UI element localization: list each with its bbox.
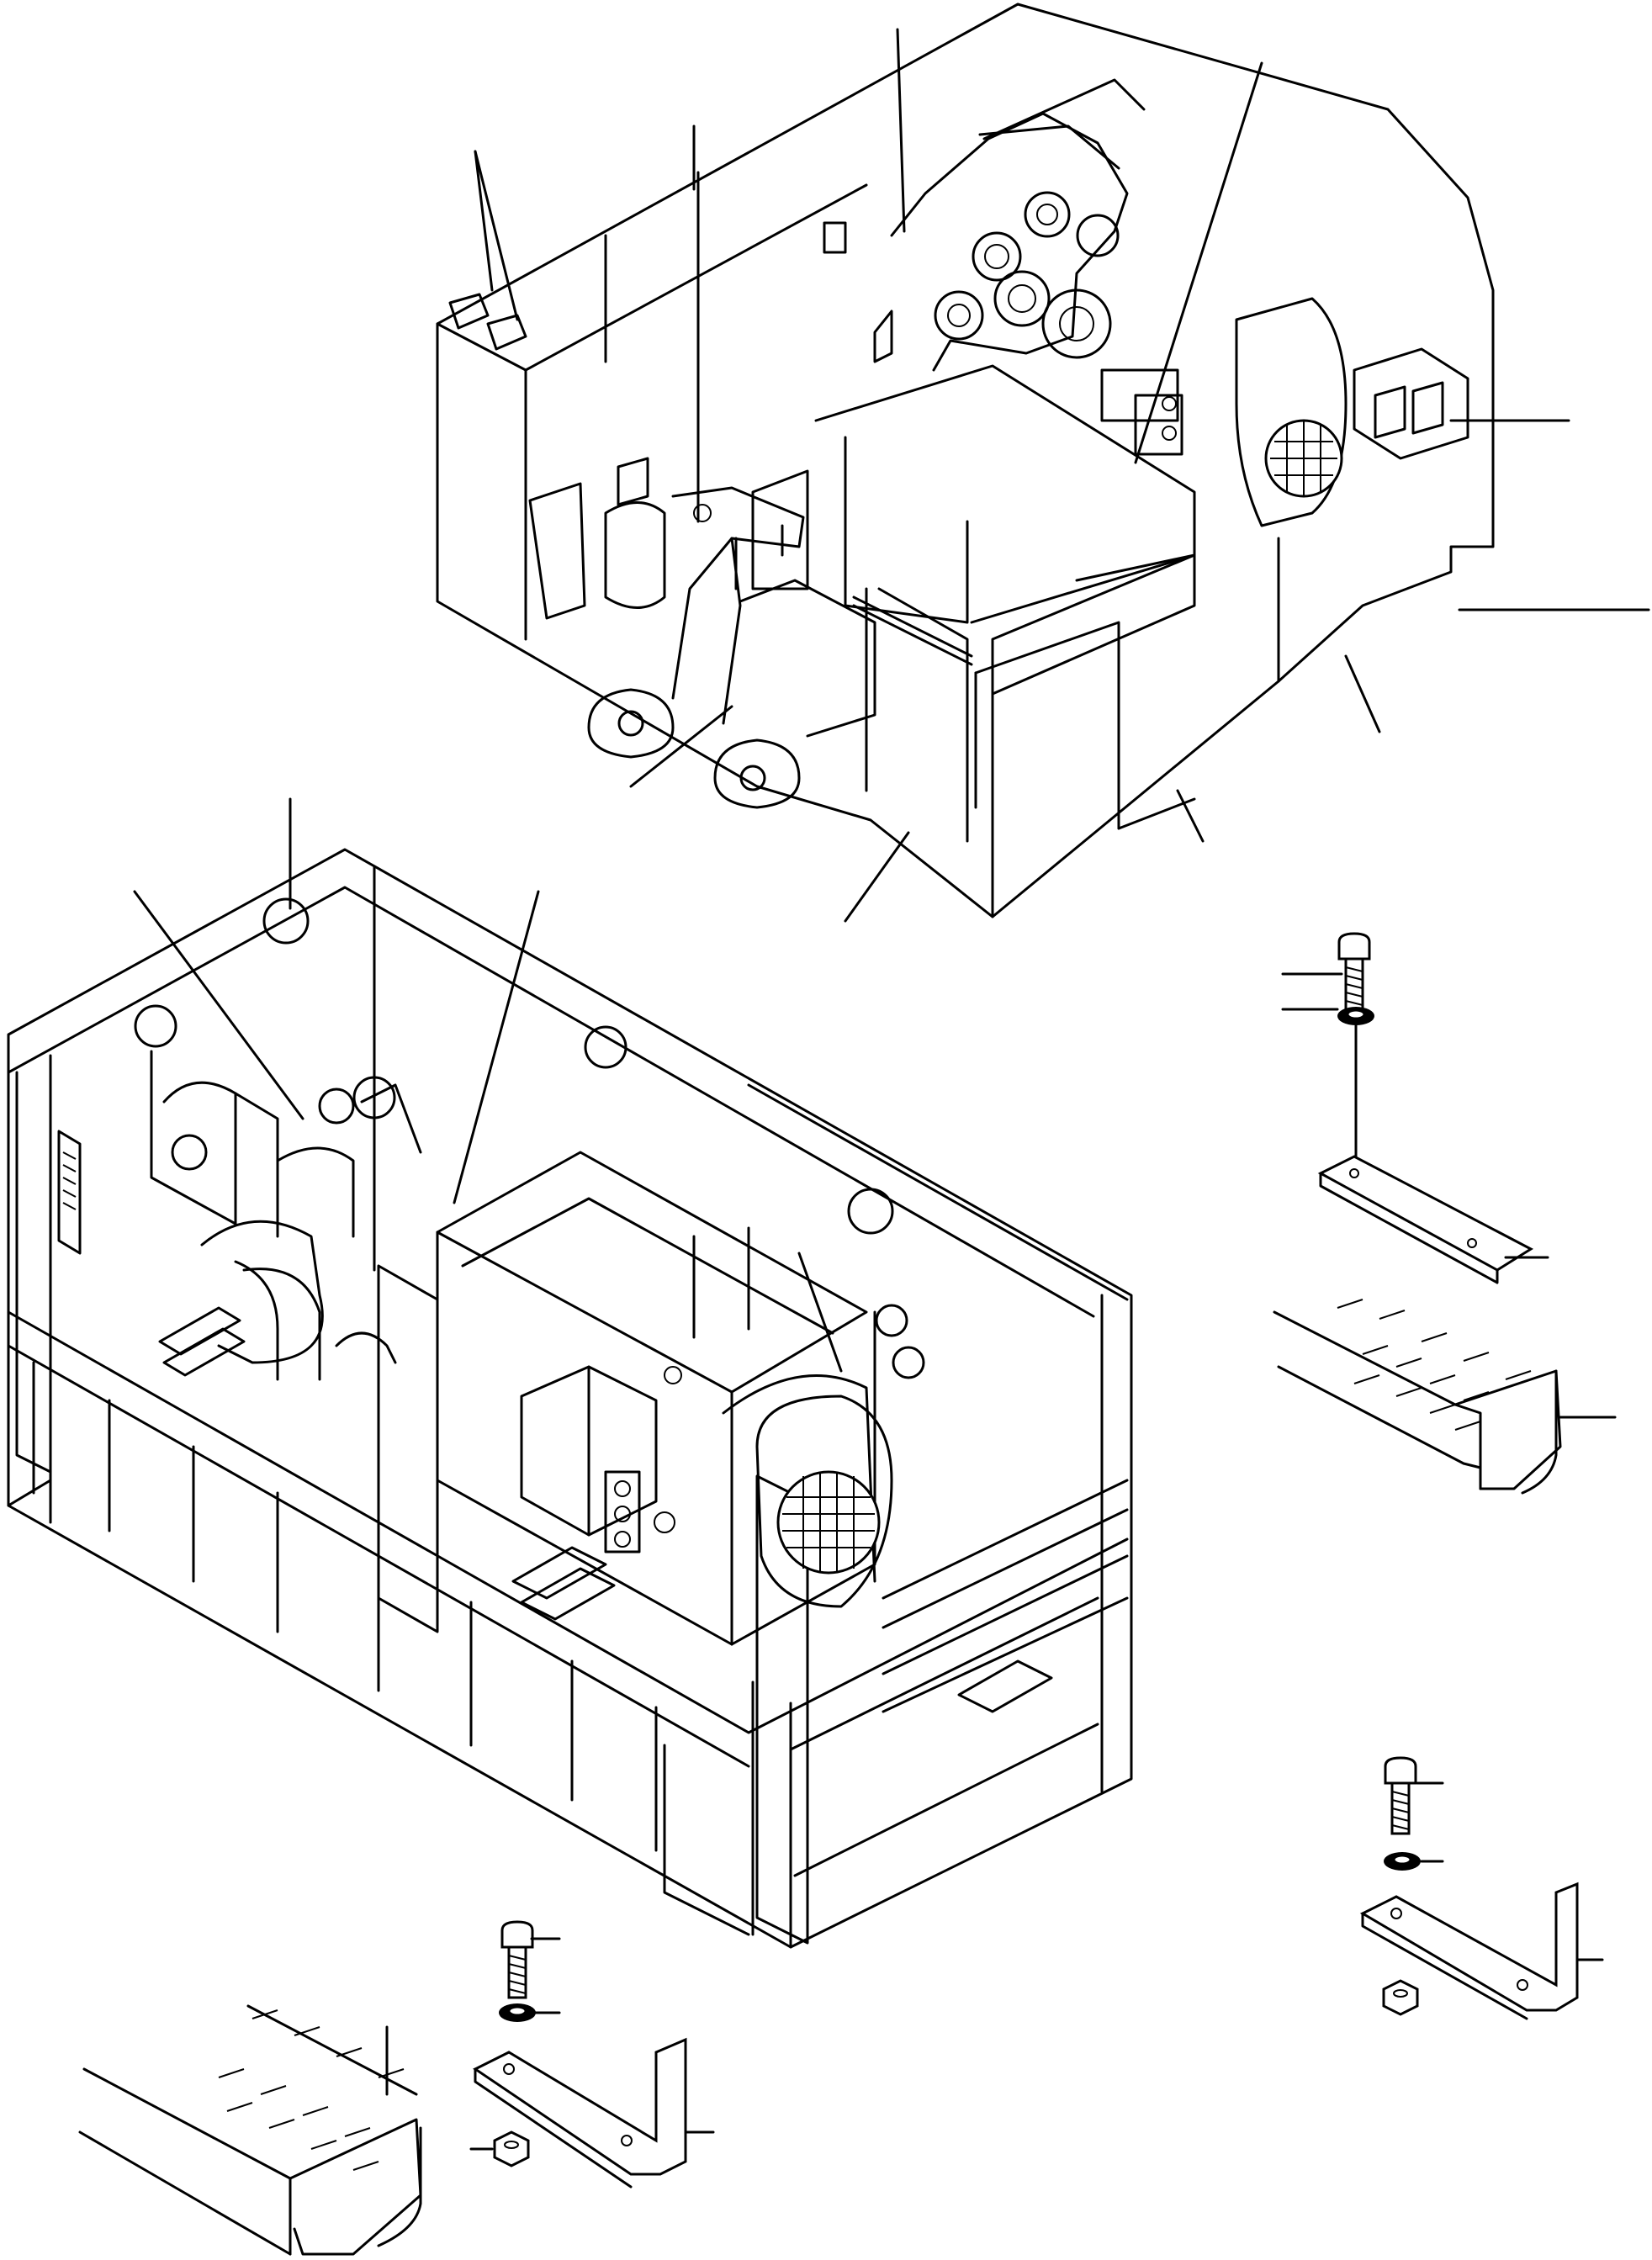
mounting-plate-icon (1317, 1155, 1534, 1284)
washer-icon (1384, 1852, 1421, 1871)
bolt-washer-plate-set-right-upper (1281, 932, 1549, 1284)
bracket-icon (1359, 1882, 1579, 2020)
bolt-washer-nut-bracket-set-right-lower (1359, 1756, 1604, 2020)
bolt-icon (1384, 1756, 1417, 1835)
engine-compartment-assembly (436, 3, 1650, 923)
cable-tray-right (1273, 1299, 1617, 1495)
nut-icon (493, 2130, 530, 2167)
nut-icon (1382, 1979, 1419, 2016)
bolt-washer-nut-bracket-set-left-lower (469, 1920, 715, 2189)
cable-tray-left (78, 2004, 422, 2256)
washer-icon (1337, 1007, 1374, 1025)
generator-frame-assembly (7, 797, 1133, 1949)
bolt-icon (1337, 932, 1371, 1011)
washer-icon (499, 2003, 536, 2022)
bracket-icon (473, 2037, 687, 2189)
bolt-icon (500, 1920, 534, 1999)
